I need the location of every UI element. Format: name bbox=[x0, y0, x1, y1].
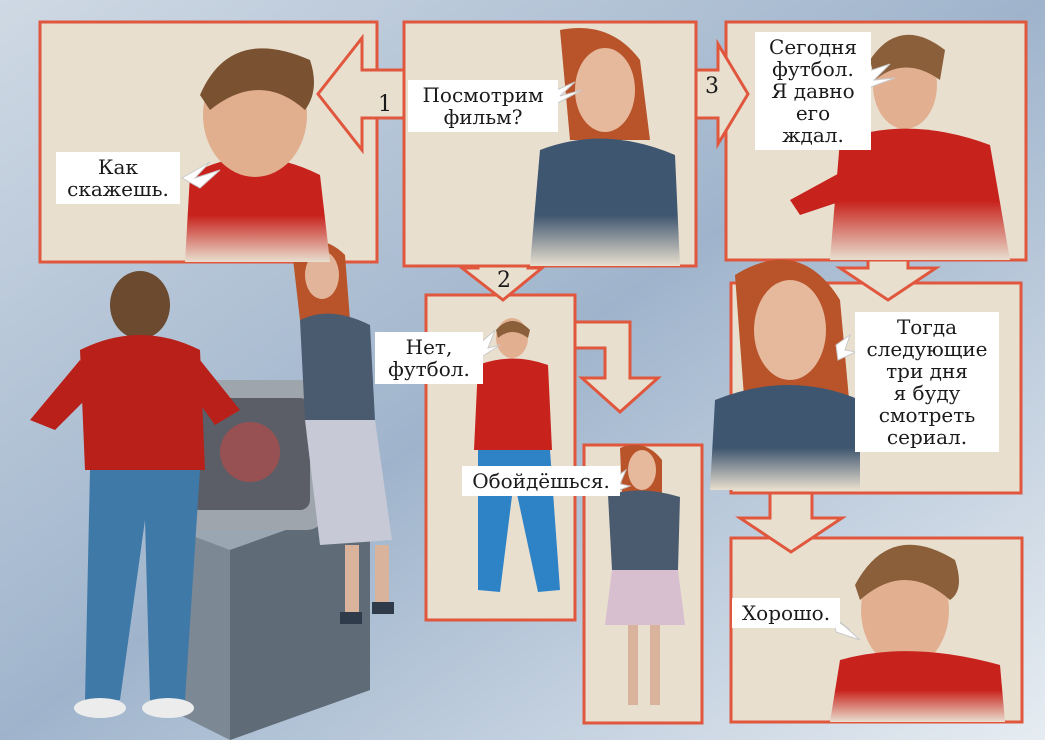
bubble-line: Я давно bbox=[761, 80, 865, 102]
bubble-line: скажешь. bbox=[62, 178, 174, 200]
bubble-line: футбол. bbox=[381, 358, 477, 380]
bubble-line: три дня bbox=[861, 360, 993, 382]
bubble-son-final: Хорошо. bbox=[732, 598, 840, 628]
bubble-line: футбол. bbox=[761, 58, 865, 80]
bubble-line: следующие bbox=[861, 338, 993, 360]
bubble-son-reply-1: Как скажешь. bbox=[56, 152, 180, 204]
bubble-line: Посмотрим bbox=[414, 84, 552, 106]
bubble-line: Нет, bbox=[381, 336, 477, 358]
bubble-line: я буду bbox=[861, 382, 993, 404]
bubble-line: его bbox=[761, 102, 865, 124]
bubble-line: Тогда bbox=[861, 316, 993, 338]
bubble-line: ждал. bbox=[761, 124, 865, 146]
bubble-son-reply-3: Сегодня футбол. Я давно его ждал. bbox=[755, 32, 871, 150]
bubble-line: Обойдёшься. bbox=[468, 470, 614, 492]
bubble-son-reply-2: Нет, футбол. bbox=[375, 332, 483, 384]
bubble-mother-reply-3: Тогда следующие три дня я буду смотреть … bbox=[855, 312, 999, 452]
bubble-line: Хорошо. bbox=[738, 602, 834, 624]
bubble-mother-question: Посмотрим фильм? bbox=[408, 80, 558, 132]
bubble-line: Как bbox=[62, 156, 174, 178]
bubble-mother-reply-2: Обойдёшься. bbox=[462, 466, 620, 496]
step-number-3: 3 bbox=[705, 74, 719, 99]
bubble-line: Сегодня bbox=[761, 36, 865, 58]
bubble-line: сериал. bbox=[861, 426, 993, 448]
bubble-line: смотреть bbox=[861, 404, 993, 426]
bubble-line: фильм? bbox=[414, 106, 552, 128]
step-number-2: 2 bbox=[497, 268, 511, 293]
step-number-1: 1 bbox=[378, 92, 392, 117]
